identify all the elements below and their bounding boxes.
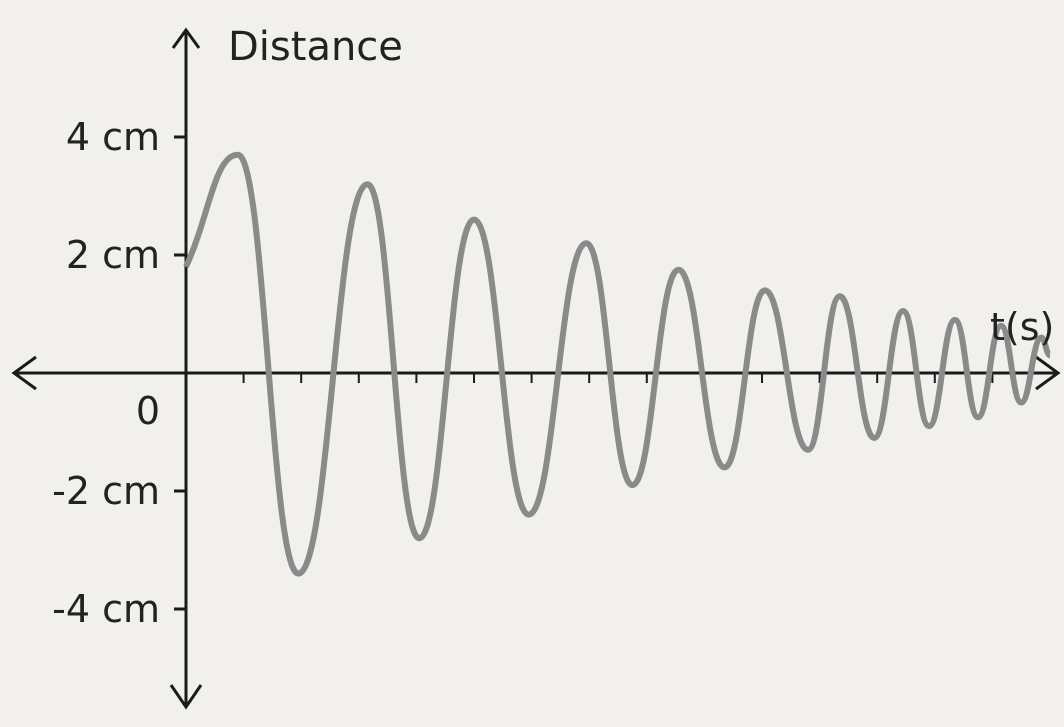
y-axis-title: Distance	[228, 24, 403, 70]
y-tick-label: 4 cm	[66, 115, 160, 159]
origin-label: 0	[136, 389, 160, 433]
distance-series-line	[183, 151, 1052, 577]
x-axis-arrow-right	[1035, 355, 1061, 391]
series-group	[183, 151, 1052, 577]
y-tick-label: -2 cm	[52, 469, 160, 513]
y-tick-label: 2 cm	[66, 233, 160, 277]
y-axis-arrow-down	[169, 684, 203, 710]
y-tick-label: -4 cm	[52, 587, 160, 631]
x-axis-title: t(s)	[990, 305, 1054, 349]
axes-group	[11, 27, 1061, 710]
y-ticks-group: 4 cm 2 cm -2 cm -4 cm	[52, 115, 186, 631]
x-axis-arrow-left	[11, 355, 37, 391]
y-axis-arrow-up	[171, 27, 201, 49]
